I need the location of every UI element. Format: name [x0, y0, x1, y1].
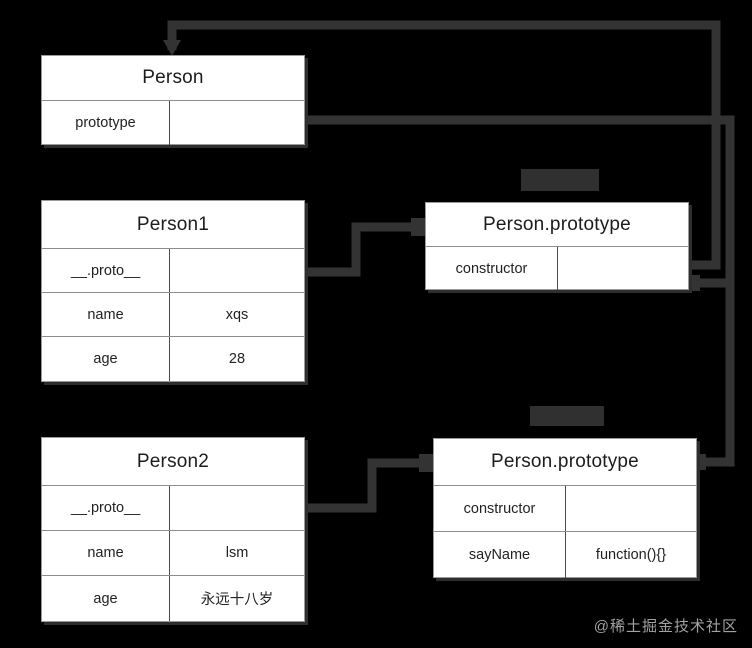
cell-key: prototype: [42, 101, 170, 145]
edge-label-top-redacted: [521, 169, 599, 191]
node-person1-row-age[interactable]: age 28: [42, 337, 304, 381]
node-person2-row-proto[interactable]: __.proto__: [42, 486, 304, 531]
cell-value: 28: [228, 351, 246, 367]
node-person-title-text: Person: [142, 67, 204, 88]
endpoint-marker-proto-bottom: [419, 454, 437, 472]
node-person1[interactable]: Person1 __.proto__ name xqs age 28: [41, 200, 305, 382]
node-person-prototype-bottom-title: Person.prototype: [434, 439, 696, 486]
node-person[interactable]: Person prototype: [41, 55, 305, 145]
cell-value: [558, 247, 688, 290]
node-person-row-prototype[interactable]: prototype: [42, 101, 304, 145]
cell-key: age: [42, 576, 170, 621]
cell-key: sayName: [434, 532, 566, 578]
arrowhead-into-person: [163, 40, 181, 56]
cell-key: age: [42, 337, 170, 381]
cell-value: function(){}: [595, 547, 667, 563]
node-person1-row-name[interactable]: name xqs: [42, 293, 304, 337]
node-person2-row-name[interactable]: name lsm: [42, 531, 304, 576]
node-person2[interactable]: Person2 __.proto__ name lsm age 永远十八岁: [41, 437, 305, 622]
endpoint-marker-proto-top: [411, 218, 429, 236]
node-person-prototype-top-title: Person.prototype: [426, 203, 688, 247]
cell-key: constructor: [426, 247, 558, 290]
cell-value: [170, 101, 304, 145]
node-person1-row-proto[interactable]: __.proto__: [42, 249, 304, 293]
cell-value: [170, 486, 304, 530]
node-person2-title: Person2: [42, 438, 304, 486]
node-proto-bot-row-constructor[interactable]: constructor: [434, 486, 696, 532]
node-proto-bot-row-sayname[interactable]: sayName function(){}: [434, 532, 696, 578]
cell-key: __.proto__: [42, 486, 170, 530]
node-person2-row-age[interactable]: age 永远十八岁: [42, 576, 304, 621]
node-person1-title-text: Person1: [136, 213, 210, 235]
node-person-title: Person: [42, 56, 304, 101]
edge-rail-to-proto-bottom: [701, 283, 735, 467]
node-proto-top-row-constructor[interactable]: constructor: [426, 247, 688, 290]
cell-key: name: [42, 293, 170, 336]
edge-person-prototype-to-proto-top: [305, 115, 735, 288]
node-person1-title: Person1: [42, 201, 304, 249]
cell-value: 永远十八岁: [200, 592, 274, 608]
node-person-prototype-top-title-text: Person.prototype: [483, 213, 631, 235]
node-person-prototype-top[interactable]: Person.prototype constructor: [425, 202, 689, 290]
node-person2-title-text: Person2: [136, 450, 210, 472]
cell-value: lsm: [225, 545, 249, 561]
cell-key: __.proto__: [42, 249, 170, 292]
edge-person1-proto-to-proto-top: [305, 222, 425, 277]
edge-label-bottom-redacted: [530, 406, 604, 426]
cell-value: [566, 486, 696, 531]
endpoint-marker-proto-top-right: [686, 275, 700, 291]
cell-value: [170, 249, 304, 292]
cell-key: constructor: [434, 486, 566, 531]
node-person-prototype-bottom-title-text: Person.prototype: [491, 451, 639, 472]
watermark: @稀土掘金技术社区: [593, 618, 738, 635]
edge-person2-proto-to-proto-bottom: [305, 458, 433, 513]
edge-prototype-constructor-to-person: [167, 20, 721, 270]
cell-key: name: [42, 531, 170, 575]
cell-value: xqs: [225, 306, 249, 323]
node-person-prototype-bottom[interactable]: Person.prototype constructor sayName fun…: [433, 438, 697, 578]
